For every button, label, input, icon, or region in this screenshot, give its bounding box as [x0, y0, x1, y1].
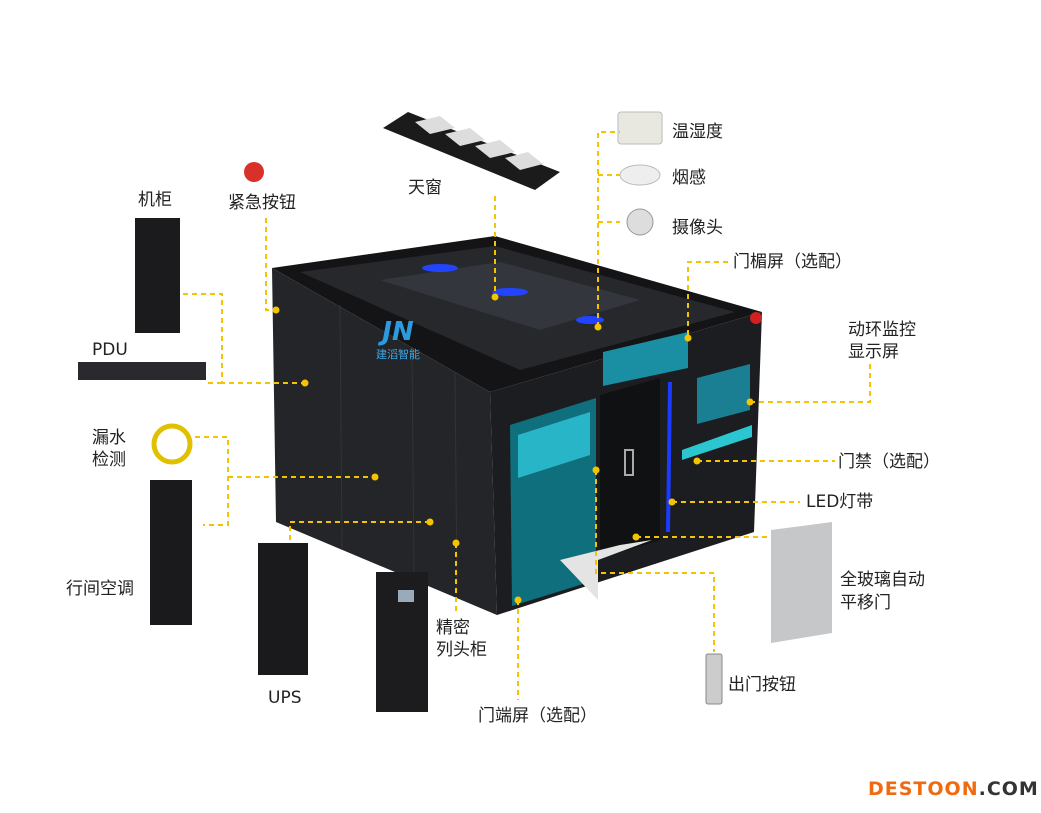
leader-lines	[183, 131, 871, 700]
cabinet-rack-image	[135, 218, 180, 333]
label-led-strip: LED灯带	[806, 492, 874, 512]
label-temp-humidity: 温湿度	[672, 122, 723, 142]
label-lintel-screen: 门楣屏（选配）	[733, 252, 852, 272]
door	[600, 378, 660, 558]
label-monitor-screen-2: 显示屏	[848, 342, 899, 362]
glass-door-image	[771, 522, 832, 643]
label-skylight: 天窗	[408, 178, 442, 198]
skylight-image	[383, 112, 560, 190]
monitor-screen	[697, 364, 750, 424]
label-pdu: PDU	[92, 340, 128, 360]
watermark-part2: .COM	[978, 778, 1039, 800]
micro-module-cabinet	[272, 236, 762, 615]
emergency-button-image	[244, 162, 264, 182]
lintel-screen	[603, 332, 688, 386]
smoke-sensor-image	[619, 164, 661, 186]
label-glass-door-2: 平移门	[840, 593, 891, 613]
exit-button-image	[705, 653, 723, 705]
led-strip	[666, 381, 672, 533]
row-ac-image	[150, 480, 192, 625]
label-monitor-screen-1: 动环监控	[848, 320, 916, 340]
leader-dots	[272, 293, 754, 604]
label-ups: UPS	[268, 688, 302, 708]
label-emergency-button: 紧急按钮	[228, 193, 296, 213]
ups-image	[258, 543, 308, 675]
label-access-control: 门禁（选配）	[838, 452, 940, 472]
label-precision-2: 列头柜	[436, 640, 487, 660]
pdu-image	[78, 362, 206, 380]
logo-mark: JN	[382, 317, 414, 347]
label-leak-1: 漏水	[92, 428, 126, 448]
label-smoke: 烟感	[672, 168, 706, 188]
brand-logo: JN 建滔智能	[368, 318, 428, 362]
temp-humidity-sensor-image	[617, 111, 663, 145]
watermark: DESTOON.COM	[868, 778, 1039, 800]
label-exit-button: 出门按钮	[728, 675, 796, 695]
label-end-screen: 门端屏（选配）	[478, 706, 597, 726]
watermark-part1: DESTOON	[868, 778, 979, 800]
label-row-ac: 行间空调	[66, 579, 134, 599]
label-glass-door-1: 全玻璃自动	[840, 570, 925, 590]
label-leak-2: 检测	[92, 450, 126, 470]
leak-detection-image	[151, 423, 193, 465]
label-cabinet: 机柜	[138, 190, 172, 210]
camera-image	[626, 208, 654, 236]
label-precision-1: 精密	[436, 618, 470, 638]
label-camera: 摄像头	[672, 218, 723, 238]
logo-name: 建滔智能	[376, 348, 420, 361]
